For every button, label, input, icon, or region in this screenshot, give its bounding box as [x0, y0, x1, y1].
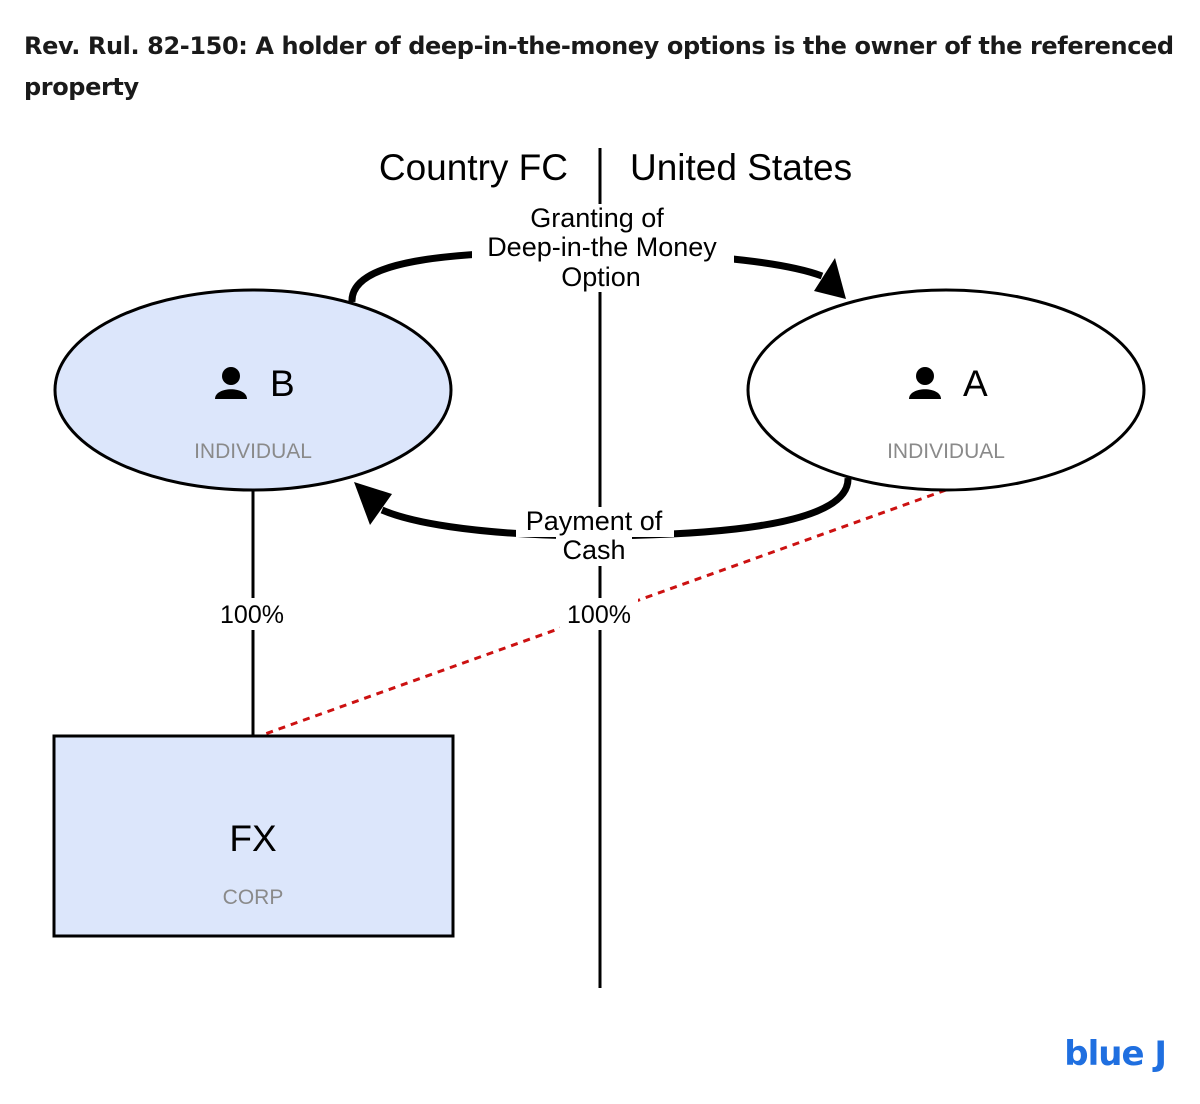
cash-label-bg-2 — [556, 536, 632, 566]
person-icon — [215, 367, 247, 399]
jurisdiction-left-label: Country FC — [379, 147, 568, 188]
node-a-shape — [746, 288, 1146, 492]
cash-label-line1: Payment of — [526, 506, 663, 536]
ownership-label-bg-a-fx — [560, 598, 638, 630]
option-label-line3: Option — [561, 262, 641, 292]
option-label-bg-1 — [520, 204, 676, 234]
node-b-name: B — [270, 363, 295, 404]
node-a: A INDIVIDUAL — [746, 288, 1146, 492]
node-fx-type: CORP — [223, 886, 284, 909]
option-label-line2: Deep-in-the Money — [487, 232, 717, 262]
cash-label-line2: Cash — [562, 535, 625, 565]
person-icon — [909, 367, 941, 399]
node-fx-shape — [52, 734, 455, 938]
ownership-label-bg-b-fx — [212, 598, 294, 630]
page-title: Rev. Rul. 82-150: A holder of deep-in-th… — [24, 32, 1174, 101]
ownership-label-a-fx: 100% — [567, 601, 631, 629]
node-a-type: INDIVIDUAL — [887, 440, 1005, 463]
ownership-label-b-fx: 100% — [220, 601, 284, 629]
node-fx-name: FX — [229, 818, 276, 859]
cash-label-bg-1 — [516, 507, 674, 537]
option-arrowhead — [814, 258, 846, 299]
node-b-type: INDIVIDUAL — [194, 440, 312, 463]
cash-arrowhead — [354, 482, 392, 525]
option-label-bg-2 — [472, 233, 734, 263]
node-fx: FX CORP — [52, 734, 455, 938]
node-b-shape — [53, 288, 453, 492]
jurisdiction-right-label: United States — [630, 147, 852, 188]
option-label-line1: Granting of — [530, 203, 664, 233]
node-a-name: A — [963, 363, 988, 404]
ownership-line-a-fx — [264, 488, 947, 736]
option-label-bg-3 — [554, 262, 650, 292]
brand-logo: blue J — [1064, 1034, 1167, 1074]
node-b: B INDIVIDUAL — [53, 288, 453, 492]
